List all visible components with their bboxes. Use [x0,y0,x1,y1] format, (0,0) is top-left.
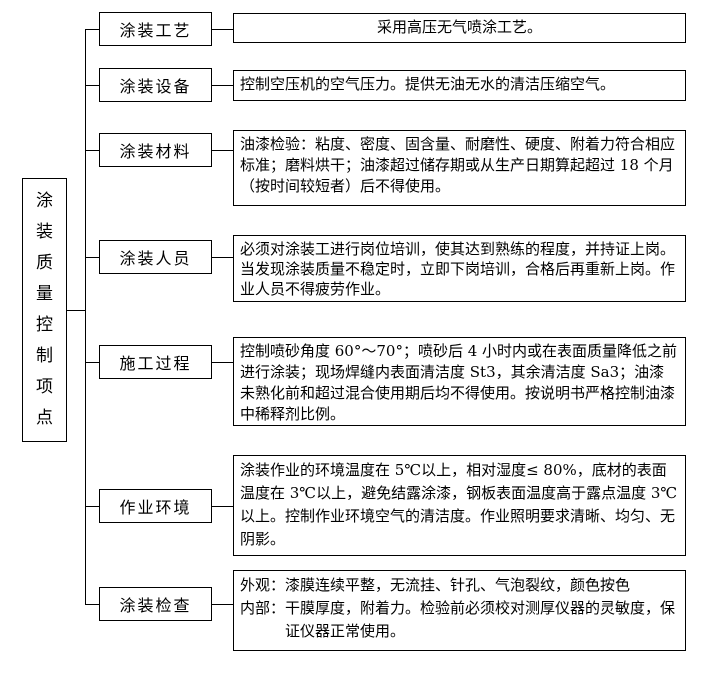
category-coating-equipment: 涂装设备 [99,68,212,102]
branch-line [85,85,99,86]
description-coating-inspection: 外观：漆膜连续平整，无流挂、针孔、气泡裂纹，颜色按色 内部：干膜厚度，附着力。检… [233,570,686,651]
connector-line [212,362,233,363]
description-text-appearance: 外观：漆膜连续平整，无流挂、针孔、气泡裂纹，颜色按色 [240,576,631,594]
branch-line [85,150,99,151]
description-construction-process: 控制喷砂角度 60°～70°；喷砂后 4 小时内或在表面质量降低之前进行涂装；现… [233,337,686,426]
description-text-internal: 内部：干膜厚度，附着力。检验前必须校对测厚仪器的灵敏度，保证仪器正常使用。 [240,599,676,640]
category-coating-inspection: 涂装检查 [99,587,212,621]
category-label: 涂装材料 [119,142,192,161]
description-text: 油漆检验：粘度、密度、固含量、耐磨性、硬度、附着力符合相应标准；磨料烘干；油漆超… [240,135,676,195]
category-coating-materials: 涂装材料 [99,133,212,167]
connector-line [212,506,233,507]
description-text: 涂装作业的环境温度在 5℃以上，相对湿度≤ 80%，底材的表面温度在 3℃以上，… [240,461,678,548]
branch-line [85,362,99,363]
root-label: 涂装质量控制项点 [36,191,53,428]
category-coating-personnel: 涂装人员 [99,240,212,274]
category-label: 施工过程 [119,354,192,373]
category-label: 涂装检查 [119,596,192,615]
branch-line [85,29,99,30]
description-text: 控制空压机的空气压力。提供无油无水的清洁压缩空气。 [240,75,616,93]
category-work-environment: 作业环境 [99,489,212,523]
category-label: 涂装工艺 [119,21,192,40]
connector-line [212,85,233,86]
branch-line [85,506,99,507]
description-text: 控制喷砂角度 60°～70°；喷砂后 4 小时内或在表面质量降低之前进行涂装；现… [240,342,678,423]
description-coating-personnel: 必须对涂装工进行岗位培训，使其达到熟练的程度，并持证上岗。当发现涂装质量不稳定时… [233,235,686,302]
root-node: 涂装质量控制项点 [22,178,67,442]
branch-line [85,604,99,605]
description-coating-process: 采用高压无气喷涂工艺。 [233,13,686,43]
category-construction-process: 施工过程 [99,345,212,379]
description-coating-materials: 油漆检验：粘度、密度、固含量、耐磨性、硬度、附着力符合相应标准；磨料烘干；油漆超… [233,130,686,206]
description-work-environment: 涂装作业的环境温度在 5℃以上，相对湿度≤ 80%，底材的表面温度在 3℃以上，… [233,455,686,556]
category-label: 涂装人员 [119,249,192,268]
category-label: 涂装设备 [119,77,192,96]
root-branch-line [67,310,86,311]
category-label: 作业环境 [119,498,192,517]
description-coating-equipment: 控制空压机的空气压力。提供无油无水的清洁压缩空气。 [233,70,686,101]
connector-line [212,257,233,258]
description-text: 必须对涂装工进行岗位培训，使其达到熟练的程度，并持证上岗。当发现涂装质量不稳定时… [240,240,676,298]
description-text: 采用高压无气喷涂工艺。 [376,18,542,36]
connector-line [212,604,233,605]
trunk-line [85,29,86,605]
category-coating-process: 涂装工艺 [99,12,212,46]
connector-line [212,29,233,30]
connector-line [212,150,233,151]
branch-line [85,257,99,258]
